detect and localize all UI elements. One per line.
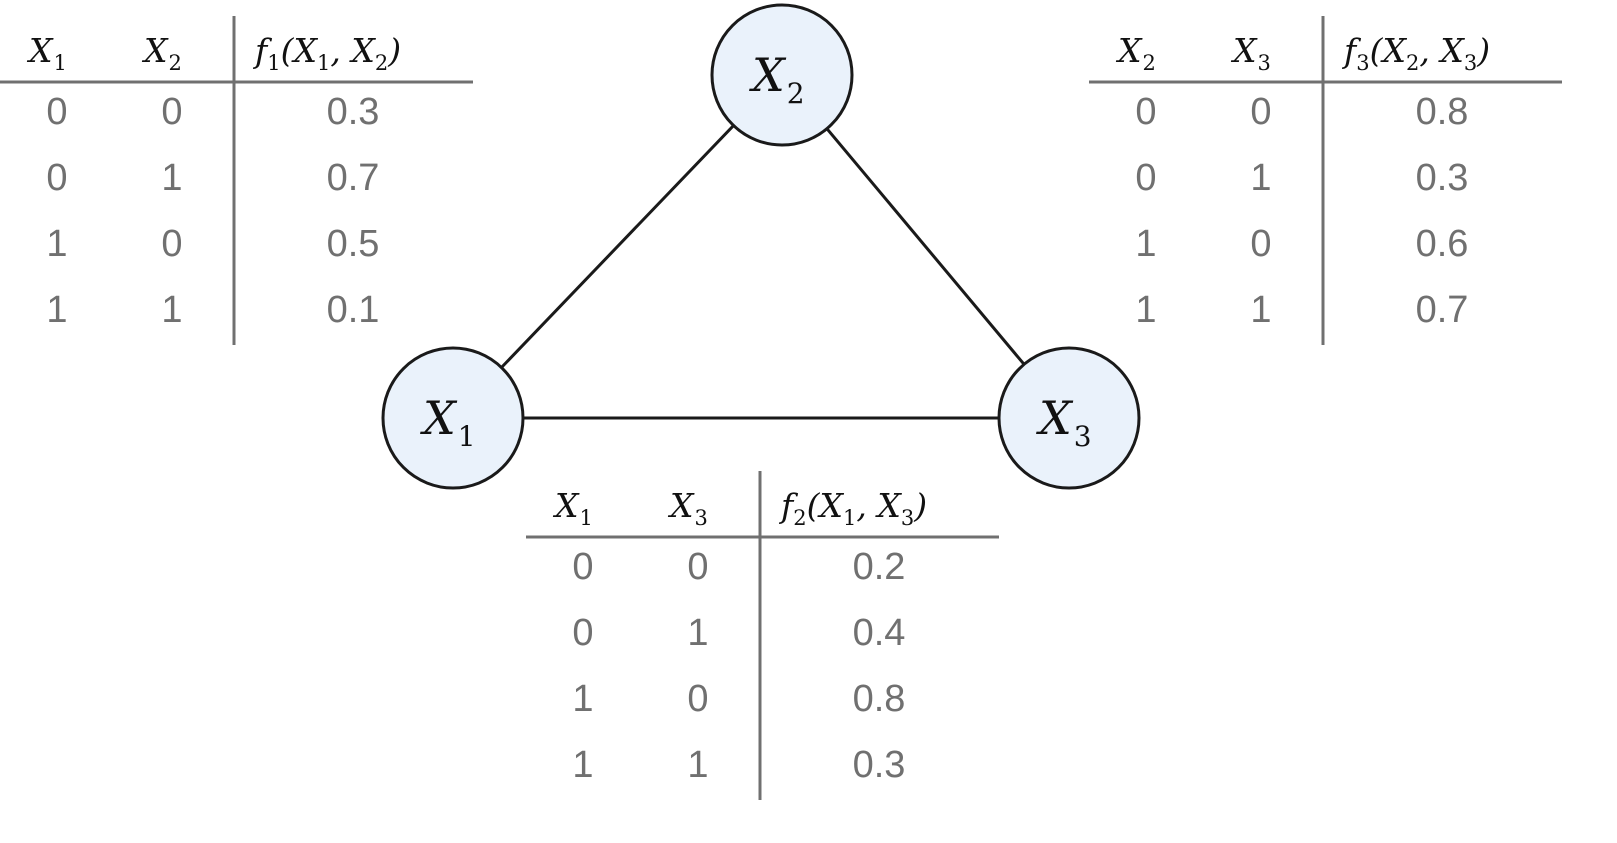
table-cell-value: 1 (1135, 223, 1156, 265)
table-cell-factor: 0.7 (327, 157, 380, 199)
table-cell-factor: 0.3 (327, 91, 380, 133)
table-cell-value: 1 (1250, 289, 1271, 331)
node-circle (997, 346, 1141, 490)
table-cell-factor: 0.1 (327, 289, 380, 331)
table-cell-value: 1 (46, 223, 67, 265)
table-cell-value: 0 (1135, 157, 1156, 199)
table-cell-factor: 0.7 (1416, 289, 1469, 331)
table-cell-value: 1 (687, 744, 708, 786)
node-X1: X1 (381, 346, 525, 490)
node-circle (381, 346, 525, 490)
table-cell-factor: 0.3 (853, 744, 906, 786)
column-header: X2 (141, 31, 182, 75)
node-X3: X3 (997, 346, 1141, 490)
table-cell-value: 1 (572, 678, 593, 720)
table-cell-value: 1 (572, 744, 593, 786)
table-cell-factor: 0.5 (327, 223, 380, 265)
table-cell-value: 1 (161, 157, 182, 199)
table-cell-value: 1 (1250, 157, 1271, 199)
factor-table-f3: X2 X3 f3(X2, X3) 0 0 0.8 0 1 0.3 1 0 0.6 1 1 0.7 (1089, 16, 1562, 345)
table-cell-value: 0 (572, 546, 593, 588)
table-cell-value: 0 (46, 91, 67, 133)
table-cell-factor: 0.2 (853, 546, 906, 588)
table-cell-value: 0 (1250, 223, 1271, 265)
function-header: f3(X2, X3) (1341, 31, 1490, 75)
table-cell-factor: 0.8 (853, 678, 906, 720)
edges (500, 124, 1026, 420)
table-cell-value: 0 (687, 678, 708, 720)
table-cell-value: 0 (572, 612, 593, 654)
node-X2: X2 (710, 3, 854, 147)
table-cell-value: 0 (161, 223, 182, 265)
table-cell-value: 0 (1250, 91, 1271, 133)
column-header: X1 (552, 486, 593, 530)
edge-X2-X3 (825, 127, 1026, 366)
table-cell-factor: 0.3 (1416, 157, 1469, 199)
node-label: X2 (749, 48, 805, 110)
table-cell-factor: 0.6 (1416, 223, 1469, 265)
table-cell-value: 0 (161, 91, 182, 133)
factor-table-f1: X1 X2 f1(X1, X2) 0 0 0.3 0 1 0.7 1 0 0.5 1 1 0.1 (0, 16, 473, 345)
column-header: X2 (1115, 31, 1156, 75)
node-label: X3 (1036, 391, 1092, 453)
table-cell-factor: 0.4 (853, 612, 906, 654)
column-header: X3 (667, 486, 708, 530)
table-cell-value: 1 (161, 289, 182, 331)
table-cell-value: 1 (687, 612, 708, 654)
table-cell-value: 0 (1135, 91, 1156, 133)
function-header: f2(X1, X3) (778, 486, 927, 530)
edge-X1-X2 (500, 124, 735, 369)
table-cell-value: 0 (46, 157, 67, 199)
node-circle (710, 3, 854, 147)
table-cell-value: 1 (1135, 289, 1156, 331)
table-cell-factor: 0.8 (1416, 91, 1469, 133)
column-header: X3 (1230, 31, 1271, 75)
column-header: X1 (26, 31, 67, 75)
function-header: f1(X1, X2) (252, 31, 401, 75)
table-cell-value: 1 (46, 289, 67, 331)
table-cell-value: 0 (687, 546, 708, 588)
node-label: X1 (420, 391, 476, 453)
factor-table-f2: X1 X3 f2(X1, X3) 0 0 0.2 0 1 0.4 1 0 0.8 1 1 0.3 (526, 471, 999, 800)
